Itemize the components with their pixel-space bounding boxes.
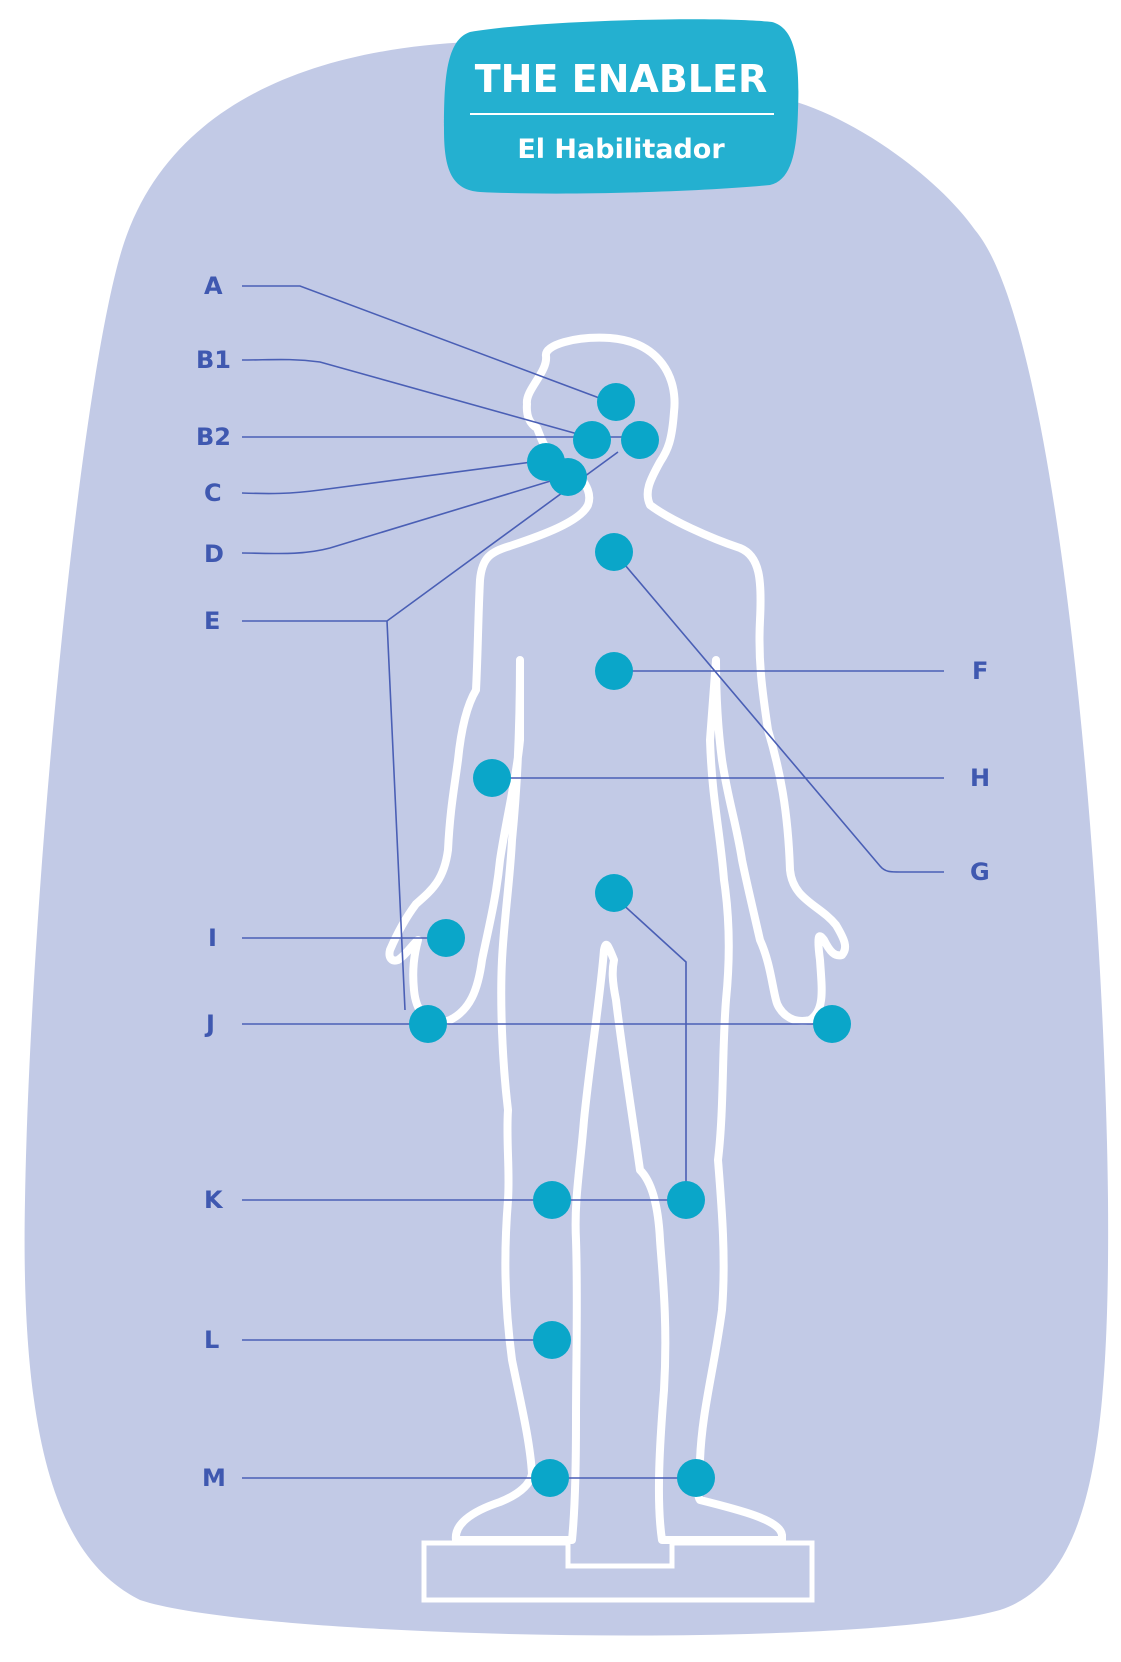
point-j-right xyxy=(813,1005,851,1043)
point-k-right xyxy=(667,1181,705,1219)
point-d xyxy=(549,458,587,496)
point-a xyxy=(597,383,635,421)
title-badge: THE ENABLER El Habilitador xyxy=(444,19,798,193)
point-k-pelvis xyxy=(595,874,633,912)
point-h xyxy=(473,759,511,797)
point-k-left xyxy=(533,1181,571,1219)
label-a: A xyxy=(204,272,223,300)
subtitle: El Habilitador xyxy=(517,134,725,165)
label-c: C xyxy=(204,479,222,507)
label-k: K xyxy=(204,1186,224,1214)
point-m-left xyxy=(531,1459,569,1497)
point-b1 xyxy=(573,421,611,459)
label-e: E xyxy=(204,607,220,635)
label-l: L xyxy=(204,1326,219,1354)
point-e-chest xyxy=(595,533,633,571)
point-m-right xyxy=(677,1459,715,1497)
label-h: H xyxy=(970,764,990,792)
label-g: G xyxy=(970,858,990,886)
point-f xyxy=(595,652,633,690)
label-j: J xyxy=(204,1010,215,1038)
point-j-left xyxy=(409,1005,447,1043)
label-i: I xyxy=(208,924,217,952)
label-d: D xyxy=(204,540,224,568)
background-blob xyxy=(25,42,1109,1636)
label-f: F xyxy=(972,657,988,685)
title: THE ENABLER xyxy=(475,57,767,101)
title-badge-shape xyxy=(444,19,798,193)
label-b2: B2 xyxy=(196,423,231,451)
point-b2 xyxy=(621,421,659,459)
point-l xyxy=(533,1321,571,1359)
label-m: M xyxy=(202,1464,226,1492)
point-i xyxy=(427,919,465,957)
label-b1: B1 xyxy=(196,346,231,374)
